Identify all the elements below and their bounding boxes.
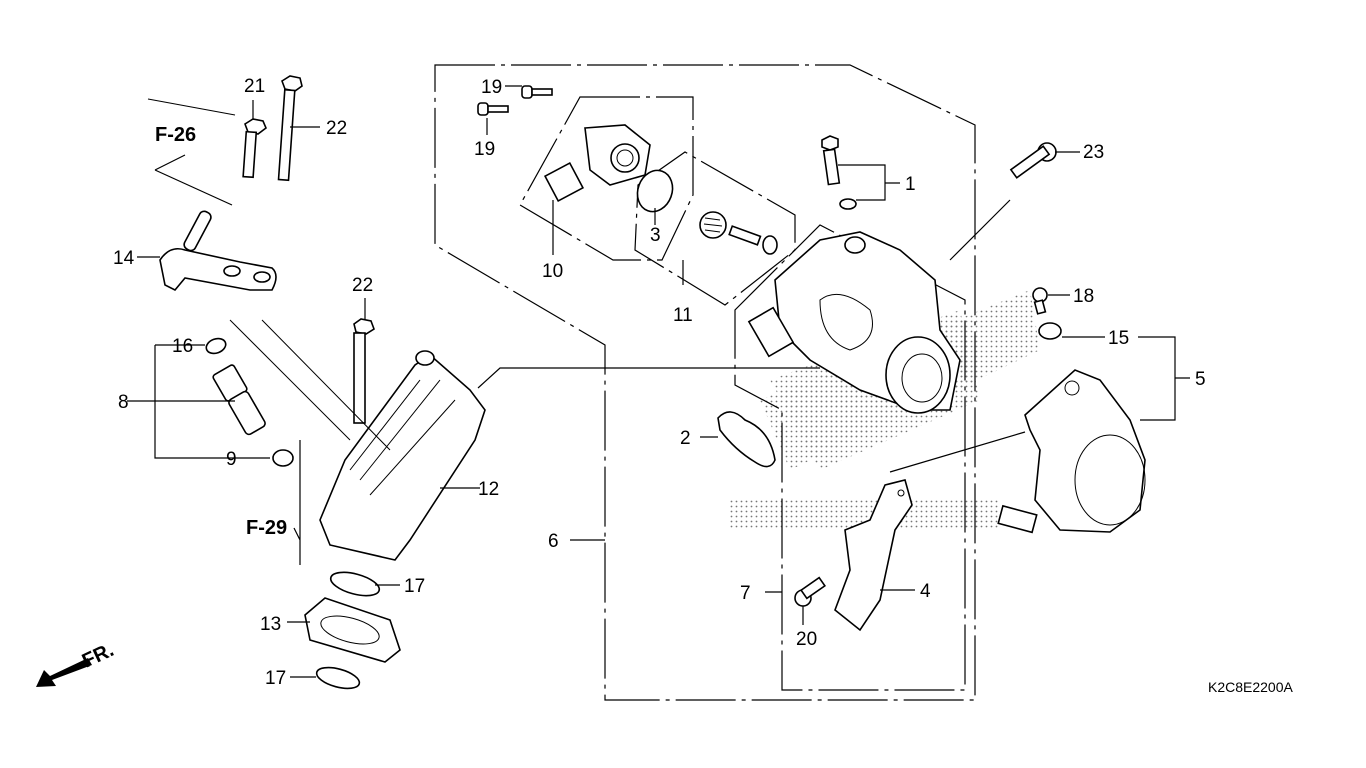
o-ring-3 xyxy=(636,169,674,213)
fuel-pipe-joint-14 xyxy=(159,210,277,291)
callout-7: 7 xyxy=(740,583,751,604)
bolt-22-lower xyxy=(353,318,375,424)
assembly-outline-10 xyxy=(519,96,694,261)
washer-15 xyxy=(1038,322,1062,340)
callout-2: 2 xyxy=(680,428,691,449)
bolt-22-upper xyxy=(277,75,303,182)
callout-18: 18 xyxy=(1073,286,1094,307)
callout-22-lower: 22 xyxy=(352,275,373,296)
callout-14: 14 xyxy=(113,248,135,269)
callout-4: 4 xyxy=(920,581,931,602)
callout-12: 12 xyxy=(478,479,499,500)
callout-15: 15 xyxy=(1108,328,1129,349)
callout-21: 21 xyxy=(244,76,265,97)
fuel-injector-8 xyxy=(212,364,266,436)
screw-18 xyxy=(1032,287,1048,315)
assembly-outline-6 xyxy=(434,64,976,701)
callout-17-upper: 17 xyxy=(404,576,425,597)
reference-f29: F-29 xyxy=(246,517,287,539)
sensor-10 xyxy=(543,124,651,203)
gasket-17-upper xyxy=(329,571,381,597)
seal-9 xyxy=(272,449,294,467)
reference-f26: F-26 xyxy=(155,124,196,146)
callout-9: 9 xyxy=(226,449,237,470)
idle-air-valve-11 xyxy=(699,211,778,255)
callout-11: 11 xyxy=(673,305,693,326)
diagram-code: K2C8E2200A xyxy=(1208,679,1294,695)
callout-16: 16 xyxy=(172,336,193,357)
throttle-body xyxy=(747,231,961,414)
throttle-cover-5 xyxy=(997,369,1146,534)
bracket-4 xyxy=(834,479,913,632)
intake-flange-13 xyxy=(304,597,401,663)
callout-1: 1 xyxy=(905,174,916,195)
screw-19-lower xyxy=(477,102,509,116)
callout-13: 13 xyxy=(260,614,281,635)
assembly-outline-7 xyxy=(734,224,966,691)
bolt-20 xyxy=(794,576,826,607)
bolt-21 xyxy=(242,118,267,179)
callout-5: 5 xyxy=(1195,369,1206,390)
bolt-23 xyxy=(1009,142,1057,179)
screw-set-1 xyxy=(821,135,857,210)
front-arrow-icon xyxy=(36,658,92,687)
callout-8: 8 xyxy=(118,392,129,413)
insulator-12 xyxy=(319,350,486,561)
callout-22-upper: 22 xyxy=(326,118,347,139)
callout-17-lower: 17 xyxy=(265,668,286,689)
callout-23: 23 xyxy=(1083,142,1104,163)
gasket-2 xyxy=(717,411,776,468)
gasket-17-lower xyxy=(315,666,361,690)
screw-19-upper xyxy=(521,85,553,99)
callout-19-upper: 19 xyxy=(481,77,502,98)
assembly-outline-11 xyxy=(634,151,796,306)
callout-10: 10 xyxy=(542,261,563,282)
leader-lines xyxy=(127,85,1190,678)
front-direction-indicator: FR. xyxy=(36,639,117,687)
callout-19-lower: 19 xyxy=(474,139,495,160)
callout-20: 20 xyxy=(796,629,817,650)
o-ring-16 xyxy=(205,337,227,355)
callout-6: 6 xyxy=(548,531,559,552)
callout-3: 3 xyxy=(650,225,661,246)
